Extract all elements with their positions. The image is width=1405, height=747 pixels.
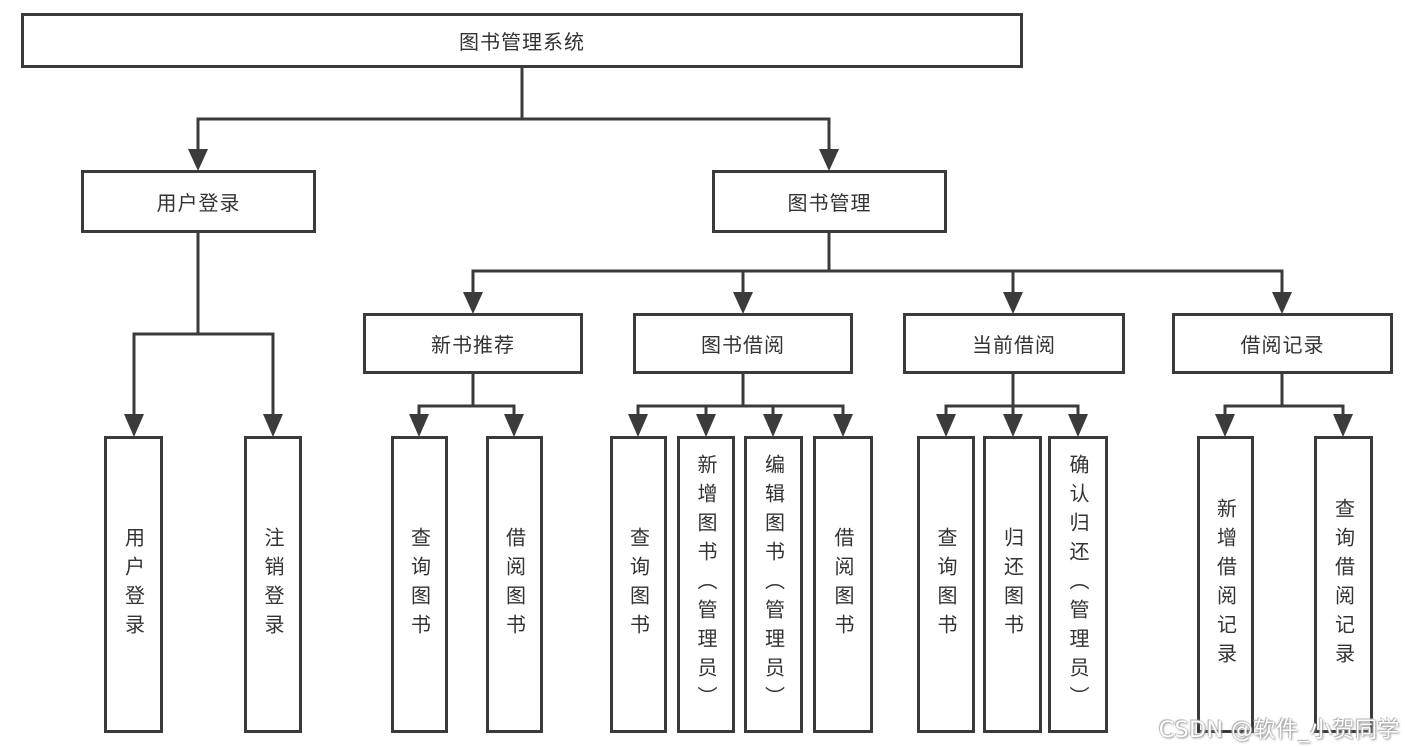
arrowhead-icon xyxy=(263,414,283,437)
node-book-borrow-label: 图书借阅 xyxy=(701,333,785,357)
leaf-logout: 注销登录 xyxy=(244,436,302,733)
node-current-borrow-label: 当前借阅 xyxy=(972,333,1056,357)
leaf-return-books-label: 归还图书 xyxy=(1000,526,1025,643)
leaf-query-books-recommend-label: 查询图书 xyxy=(407,526,432,643)
arrowhead-icon xyxy=(1068,414,1088,437)
leaf-user-login: 用户登录 xyxy=(104,436,163,733)
connector-line xyxy=(417,374,516,416)
node-new-book-recommend: 新书推荐 xyxy=(363,313,583,374)
arrowhead-icon xyxy=(696,414,716,437)
connector-line xyxy=(944,374,1080,416)
node-user-login: 用户登录 xyxy=(81,170,316,233)
leaf-query-books-borrow-label: 查询图书 xyxy=(626,526,651,643)
leaf-edit-books-admin: 编辑图书（管理员） xyxy=(744,436,803,733)
connector-line xyxy=(132,233,275,416)
arrowhead-icon xyxy=(833,414,853,437)
arrowhead-icon xyxy=(1003,292,1023,314)
node-book-borrow: 图书借阅 xyxy=(633,313,853,374)
arrowhead-icon xyxy=(1215,414,1235,437)
arrowhead-icon xyxy=(1272,292,1292,314)
leaf-add-borrow-record-label: 新增借阅记录 xyxy=(1213,497,1238,672)
connector-line xyxy=(636,374,845,416)
leaf-logout-label: 注销登录 xyxy=(261,526,285,643)
leaf-return-books: 归还图书 xyxy=(983,436,1042,733)
arrowhead-icon xyxy=(1333,414,1353,437)
arrowhead-icon xyxy=(124,414,144,437)
node-root: 图书管理系统 xyxy=(21,13,1023,68)
connectors-root xyxy=(188,68,839,171)
connectors-new-book-recommend xyxy=(409,374,524,437)
arrowhead-icon xyxy=(733,292,753,314)
node-new-book-recommend-label: 新书推荐 xyxy=(431,333,515,357)
leaf-query-books-current-label: 查询图书 xyxy=(934,526,958,643)
leaf-borrow-books-label: 借阅图书 xyxy=(831,526,855,643)
arrowhead-icon xyxy=(409,414,429,437)
leaf-query-borrow-record-label: 查询借阅记录 xyxy=(1331,497,1356,672)
connectors-borrow-record xyxy=(1215,374,1353,437)
csdn-watermark: CSDN @软件_小贺同学 xyxy=(1158,718,1400,743)
node-root-label: 图书管理系统 xyxy=(459,30,585,54)
connectors-book-management xyxy=(463,233,1292,314)
arrowhead-icon xyxy=(819,149,839,171)
connector-line xyxy=(1223,374,1345,416)
arrowhead-icon xyxy=(936,414,956,437)
leaf-add-books-admin: 新增图书（管理员） xyxy=(677,436,735,733)
arrowhead-icon xyxy=(463,292,483,314)
connectors-book-borrow xyxy=(628,374,853,437)
leaf-query-borrow-record: 查询借阅记录 xyxy=(1314,436,1373,733)
leaf-add-books-admin-label: 新增图书（管理员） xyxy=(694,454,718,715)
leaf-query-books-recommend: 查询图书 xyxy=(391,436,448,733)
connectors-current-borrow xyxy=(936,374,1088,437)
leaf-user-login-label: 用户登录 xyxy=(121,526,146,643)
node-borrow-record-label: 借阅记录 xyxy=(1240,333,1325,357)
arrowhead-icon xyxy=(628,414,648,437)
node-user-login-label: 用户登录 xyxy=(156,191,241,215)
connectors-user-login xyxy=(124,233,283,437)
leaf-query-books-current: 查询图书 xyxy=(917,436,975,733)
arrowhead-icon xyxy=(763,414,783,437)
leaf-borrow-books: 借阅图书 xyxy=(813,436,873,733)
leaf-borrow-books-recommend: 借阅图书 xyxy=(486,436,543,733)
node-book-management-label: 图书管理 xyxy=(787,191,872,215)
leaf-confirm-return-admin: 确认归还（管理员） xyxy=(1048,436,1108,733)
node-book-management: 图书管理 xyxy=(712,170,947,233)
connector-line xyxy=(471,233,1284,294)
arrowhead-icon xyxy=(1003,414,1023,437)
connector-line xyxy=(196,68,831,150)
leaf-add-borrow-record: 新增借阅记录 xyxy=(1197,436,1254,733)
leaf-edit-books-admin-label: 编辑图书（管理员） xyxy=(761,454,786,715)
node-current-borrow: 当前借阅 xyxy=(903,313,1125,374)
arrowhead-icon xyxy=(504,414,524,437)
node-borrow-record: 借阅记录 xyxy=(1172,313,1393,374)
leaf-confirm-return-admin-label: 确认归还（管理员） xyxy=(1066,454,1090,715)
arrowhead-icon xyxy=(188,149,208,171)
leaf-borrow-books-recommend-label: 借阅图书 xyxy=(502,526,527,643)
leaf-query-books-borrow: 查询图书 xyxy=(610,436,667,733)
